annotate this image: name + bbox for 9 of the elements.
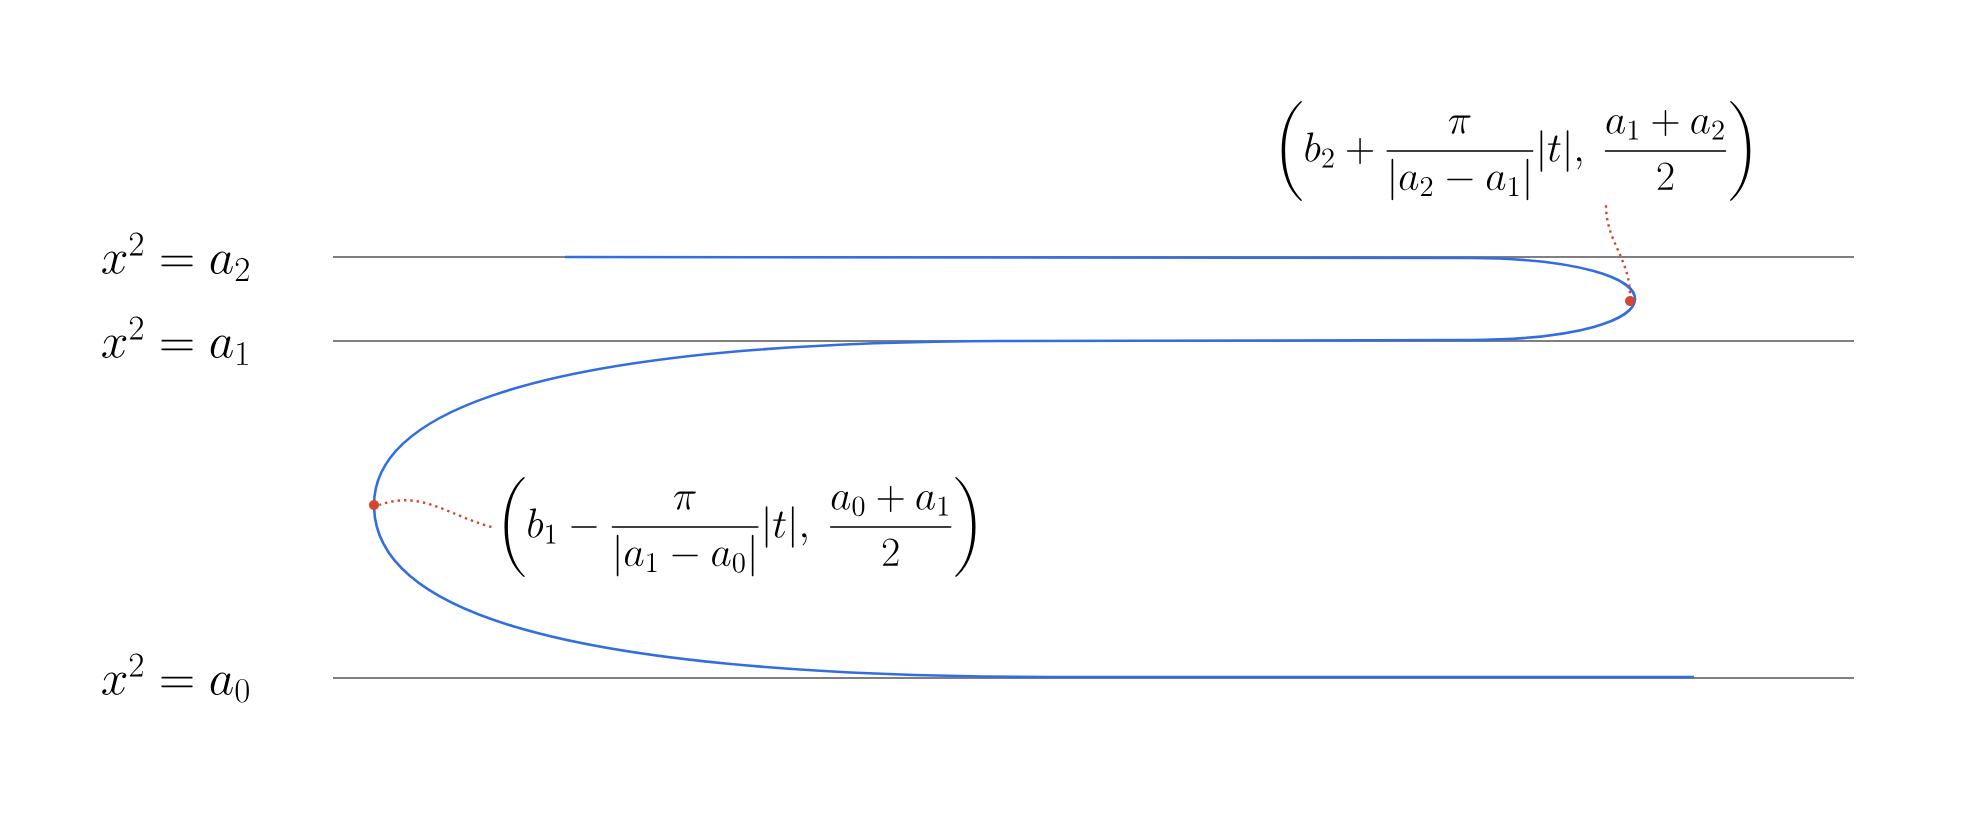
formula-label: $\left(b_2+\frac{\pi}{|a_2-a_1|}|t|,\ \frac{a_1+a_2}{2}\right)$ (1281, 101, 1751, 201)
point-marker (1625, 296, 1636, 306)
leader-line (1604, 205, 1632, 296)
line-label: $x^2 = a_2$ (102, 232, 249, 281)
point-marker (369, 500, 379, 510)
line-label: $x^2 = a_0$ (102, 653, 249, 703)
formula-label: $\left(b_1-\frac{\pi}{|a_1-a_0|}|t|,\ \frac{a_0+a_1}{2}\right)$ (504, 477, 976, 577)
leader-line (379, 499, 492, 529)
line-label: $x^2 = a_1$ (102, 316, 248, 365)
